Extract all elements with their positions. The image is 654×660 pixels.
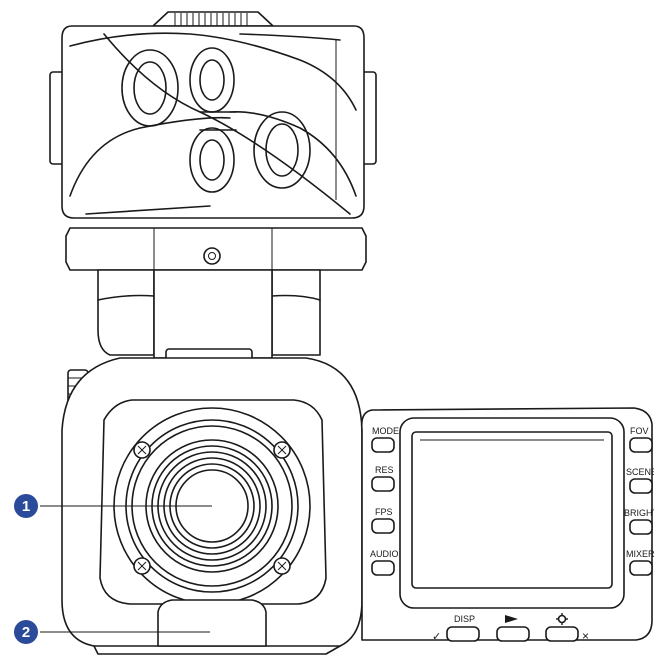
microphone-unit — [49, 11, 377, 219]
fps-button[interactable]: FPS — [371, 507, 395, 534]
lcd-screen — [411, 431, 613, 589]
lens-hood — [99, 399, 327, 605]
play-icon — [505, 615, 518, 623]
mixer-button[interactable]: MIXER — [626, 549, 654, 576]
scene-button[interactable]: SCENE — [626, 467, 654, 494]
mount-screw — [203, 247, 221, 265]
audio-button[interactable]: AUDIO — [370, 549, 399, 576]
handle-mount — [65, 227, 367, 359]
fov-label: FOV — [630, 426, 649, 436]
res-button[interactable]: RES — [371, 465, 395, 492]
check-mark: ✓ — [432, 631, 441, 643]
bottom-button-row: DISP ✓ × — [432, 613, 589, 643]
disp-button[interactable]: DISP — [446, 614, 480, 642]
lens-screw — [133, 557, 151, 575]
disp-label: DISP — [454, 614, 475, 624]
right-button-column: FOV SCENE BRIGHT MIXER — [624, 426, 654, 576]
play-button[interactable] — [496, 615, 530, 642]
mic-top-knob — [152, 11, 274, 27]
res-label: RES — [375, 465, 394, 475]
fov-button[interactable]: FOV — [629, 426, 653, 453]
mode-button[interactable]: MODE — [371, 426, 399, 453]
mic-housing — [61, 25, 365, 219]
camera-body — [61, 348, 363, 655]
gear-icon — [556, 613, 568, 625]
callout-2: 2 — [14, 620, 210, 644]
audio-label: AUDIO — [370, 549, 399, 559]
left-button-column: MODE RES FPS AUDIO — [370, 426, 399, 576]
lens-screw — [133, 441, 151, 459]
lens-screw — [273, 557, 291, 575]
fps-label: FPS — [375, 507, 393, 517]
bright-button[interactable]: BRIGHT — [624, 508, 654, 535]
settings-button[interactable] — [545, 613, 579, 642]
cross-mark: × — [582, 629, 589, 643]
lens-screw — [273, 441, 291, 459]
mode-label: MODE — [372, 426, 399, 436]
callout-1: 1 — [14, 494, 212, 518]
bottom-protrusion — [157, 599, 267, 647]
callout-2-number: 2 — [22, 624, 30, 641]
callout-1-marker — [14, 494, 38, 518]
callout-1-number: 1 — [22, 498, 30, 515]
callout-2-marker — [14, 620, 38, 644]
scene-label: SCENE — [626, 467, 654, 477]
lcd-panel — [360, 407, 653, 641]
mixer-label: MIXER — [626, 549, 654, 559]
bright-label: BRIGHT — [624, 508, 654, 518]
